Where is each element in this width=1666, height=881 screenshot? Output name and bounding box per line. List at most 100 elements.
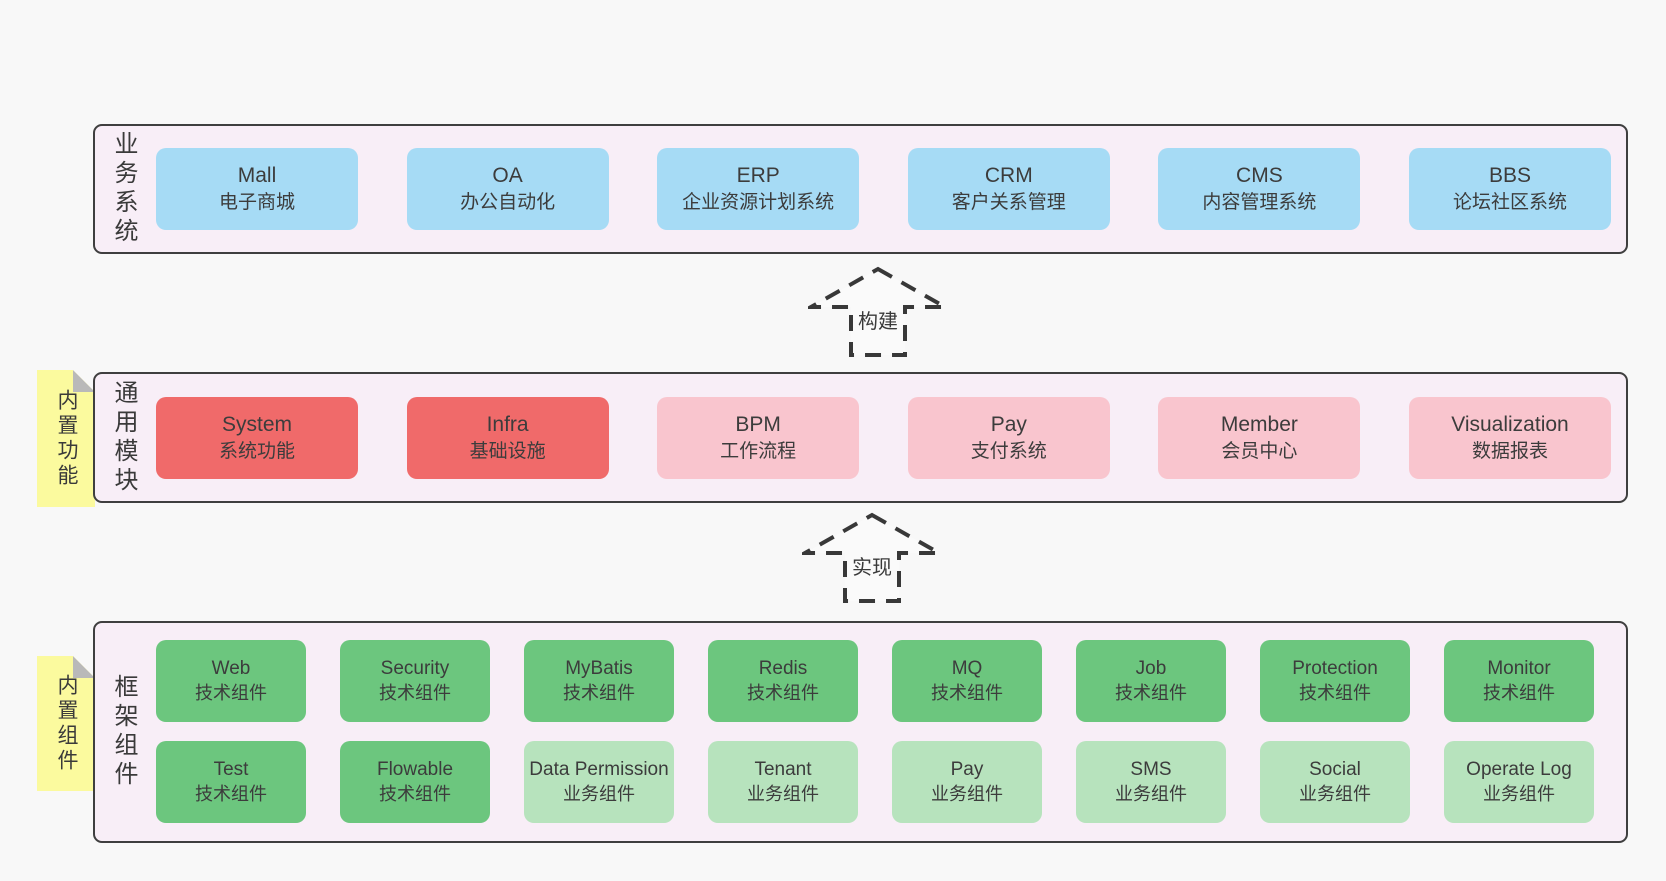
module-box: Data Permission 业务组件	[524, 741, 674, 823]
sticky-tab-built-in-features-label: 内置功能	[55, 388, 78, 489]
module-box-subtitle: 技术组件	[379, 682, 451, 703]
module-box: Operate Log 业务组件	[1444, 741, 1594, 823]
implement-arrow-label: 实现	[849, 550, 895, 581]
module-box-subtitle: 技术组件	[563, 682, 635, 703]
module-box-title: Pay	[950, 759, 984, 781]
module-box-subtitle: 业务组件	[1299, 783, 1371, 804]
module-box: CRM 客户关系管理	[907, 148, 1110, 230]
components-rows: Web 技术组件 Security 技术组件 MyBatis 技术组件 Redi…	[156, 640, 1594, 823]
module-box-title: SMS	[1130, 759, 1172, 781]
module-box-title: Monitor	[1487, 658, 1551, 680]
module-box-title: BPM	[735, 412, 781, 436]
module-box-title: Protection	[1292, 658, 1378, 680]
implement-arrow: 实现	[802, 512, 942, 604]
module-box: Web 技术组件	[156, 640, 306, 722]
module-box-title: Pay	[990, 412, 1027, 436]
module-box-subtitle: 业务组件	[931, 783, 1003, 804]
module-box: MQ 技术组件	[892, 640, 1042, 722]
module-box: ERP 企业资源计划系统	[657, 148, 860, 230]
module-box-title: Visualization	[1451, 412, 1569, 436]
module-box-subtitle: 企业资源计划系统	[682, 192, 835, 214]
sticky-tab-built-in-components: 内置组件	[37, 656, 95, 791]
module-box-title: MQ	[951, 658, 983, 680]
module-box-title: OA	[492, 164, 523, 188]
module-box: Security 技术组件	[340, 640, 490, 722]
module-box-subtitle: 数据报表	[1471, 440, 1548, 462]
modules-boxes: System 系统功能 Infra 基础设施 BPM 工作流程 Pay 支付系统…	[156, 396, 1611, 479]
band-common-modules: 通用模块 System 系统功能 Infra 基础设施 BPM 工作流程 Pay…	[93, 372, 1628, 503]
sticky-tab-built-in-components-label: 内置组件	[55, 673, 78, 774]
module-box: MyBatis 技术组件	[524, 640, 674, 722]
module-box: Tenant 业务组件	[708, 741, 858, 823]
module-box-subtitle: 业务组件	[1115, 783, 1187, 804]
module-box: System 系统功能	[156, 396, 358, 479]
module-box-subtitle: 技术组件	[195, 783, 267, 804]
module-box-title: MyBatis	[565, 658, 633, 680]
module-box: Visualization 数据报表	[1408, 396, 1611, 479]
band-components-label: 框架组件	[110, 674, 137, 790]
module-box-subtitle: 业务组件	[747, 783, 819, 804]
module-box-title: Social	[1309, 759, 1361, 781]
module-box: BPM 工作流程	[657, 396, 860, 479]
module-box-title: Web	[211, 658, 251, 680]
module-box-title: Operate Log	[1466, 759, 1572, 781]
module-box: Social 业务组件	[1260, 741, 1410, 823]
module-box-subtitle: 客户关系管理	[951, 192, 1066, 214]
module-box-subtitle: 工作流程	[720, 440, 797, 462]
module-box: Protection 技术组件	[1260, 640, 1410, 722]
module-box: Job 技术组件	[1076, 640, 1226, 722]
module-box: Pay 支付系统	[907, 396, 1110, 479]
module-box-subtitle: 业务组件	[1483, 783, 1555, 804]
module-box-subtitle: 论坛社区系统	[1452, 192, 1567, 214]
module-box-subtitle: 支付系统	[970, 440, 1047, 462]
band-business-systems: 业务系统 Mall 电子商城 OA 办公自动化 ERP 企业资源计划系统 CRM…	[93, 124, 1628, 254]
module-box-subtitle: 技术组件	[931, 682, 1003, 703]
module-box-subtitle: 办公自动化	[460, 192, 556, 214]
module-box-subtitle: 系统功能	[218, 440, 295, 462]
module-box: Member 会员中心	[1158, 396, 1361, 479]
band-business-label: 业务系统	[110, 131, 137, 247]
module-box-title: System	[221, 412, 292, 436]
module-box-subtitle: 内容管理系统	[1202, 192, 1317, 214]
module-box-subtitle: 技术组件	[1115, 682, 1187, 703]
module-box-title: BBS	[1488, 164, 1531, 188]
module-box-title: Redis	[758, 658, 808, 680]
module-box-subtitle: 技术组件	[1483, 682, 1555, 703]
module-box: Infra 基础设施	[406, 396, 609, 479]
module-box: Flowable 技术组件	[340, 741, 490, 823]
module-box: OA 办公自动化	[406, 148, 609, 230]
band-framework-components: 框架组件 Web 技术组件 Security 技术组件 MyBatis 技术组件…	[93, 621, 1628, 843]
module-box: BBS 论坛社区系统	[1408, 148, 1611, 230]
sticky-tab-built-in-features: 内置功能	[37, 370, 95, 507]
module-box-title: Security	[380, 658, 450, 680]
module-box-title: Infra	[486, 412, 529, 436]
module-box-title: CRM	[984, 164, 1033, 188]
module-box: Mall 电子商城	[156, 148, 358, 230]
module-box: Monitor 技术组件	[1444, 640, 1594, 722]
module-box: SMS 业务组件	[1076, 741, 1226, 823]
module-box-title: Data Permission	[529, 759, 669, 781]
components-row-2: Test 技术组件 Flowable 技术组件 Data Permission …	[156, 741, 1594, 823]
module-box-subtitle: 业务组件	[563, 783, 635, 804]
module-box: Redis 技术组件	[708, 640, 858, 722]
band-modules-label: 通用模块	[110, 379, 137, 496]
module-box-subtitle: 电子商城	[218, 192, 295, 214]
module-box-subtitle: 技术组件	[1299, 682, 1371, 703]
module-box-title: Test	[213, 759, 249, 781]
module-box-subtitle: 技术组件	[195, 682, 267, 703]
module-box: Test 技术组件	[156, 741, 306, 823]
components-row-1: Web 技术组件 Security 技术组件 MyBatis 技术组件 Redi…	[156, 640, 1594, 722]
module-box-title: ERP	[736, 164, 780, 188]
business-boxes: Mall 电子商城 OA 办公自动化 ERP 企业资源计划系统 CRM 客户关系…	[156, 148, 1611, 230]
module-box-title: Flowable	[376, 759, 454, 781]
module-box-subtitle: 技术组件	[379, 783, 451, 804]
module-box-title: Member	[1220, 412, 1298, 436]
module-box-subtitle: 会员中心	[1221, 440, 1298, 462]
module-box: Pay 业务组件	[892, 741, 1042, 823]
build-arrow-label: 构建	[855, 304, 901, 335]
module-box-subtitle: 基础设施	[469, 440, 546, 462]
module-box-subtitle: 技术组件	[747, 682, 819, 703]
module-box: CMS 内容管理系统	[1158, 148, 1361, 230]
build-arrow: 构建	[808, 266, 948, 358]
